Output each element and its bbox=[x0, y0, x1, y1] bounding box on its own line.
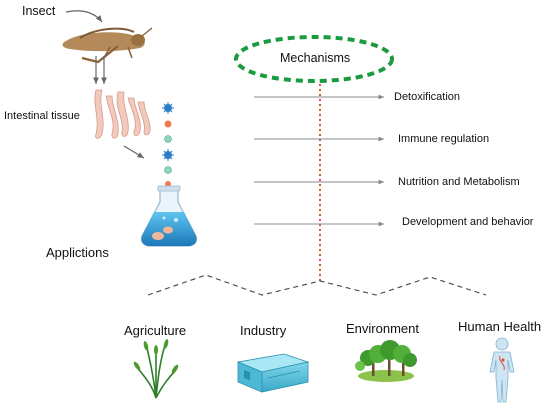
mechanisms-ellipse bbox=[234, 35, 394, 83]
insect-label: Insect bbox=[22, 4, 56, 18]
insect-arrow bbox=[65, 10, 103, 23]
application-human-health-label: Human Health bbox=[458, 319, 542, 334]
mechanism-immune-regulation: Immune regulation bbox=[398, 133, 490, 145]
flask-icon bbox=[140, 185, 198, 247]
wheat-plant-icon bbox=[133, 339, 179, 399]
mechanism-nutrition-metabolism: Nutrition and Metabolism bbox=[398, 176, 520, 188]
intestinal-tissue-label: Intestinal tissue bbox=[4, 110, 80, 122]
human-body-icon bbox=[489, 337, 515, 403]
microbe-cells-icon bbox=[162, 102, 174, 187]
intestinal-tissue-icon bbox=[94, 89, 151, 139]
grasshopper-icon bbox=[62, 27, 153, 64]
forest-trees-icon bbox=[355, 340, 417, 382]
applications-heading: Applictions bbox=[46, 245, 109, 260]
mechanisms-label: Mechanisms bbox=[280, 51, 351, 65]
application-environment-label: Environment bbox=[346, 321, 419, 336]
mechanism-development-behavior: Development and behavior bbox=[402, 216, 534, 228]
tissue-to-flask-arrow bbox=[123, 145, 145, 159]
application-agriculture-label: Agriculture bbox=[124, 323, 187, 338]
applications-dashed-zigzag bbox=[147, 274, 487, 296]
application-industry-label: Industry bbox=[240, 323, 287, 338]
factory-building-icon bbox=[236, 353, 310, 393]
mechanism-detoxification: Detoxification bbox=[394, 91, 461, 103]
